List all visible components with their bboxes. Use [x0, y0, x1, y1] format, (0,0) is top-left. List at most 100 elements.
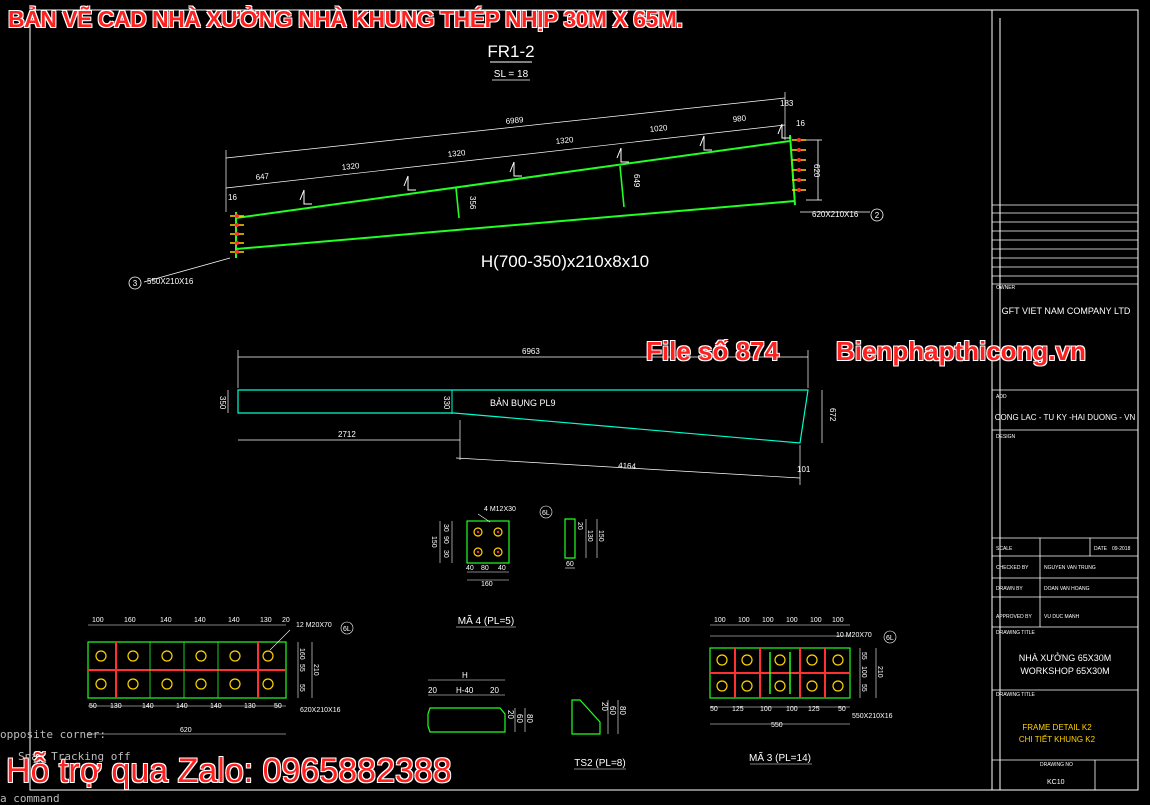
lp-tag: 6L: [343, 626, 351, 633]
beam-section: H(700-350)x210x8x10: [481, 252, 649, 271]
lp-side-2: 55: [298, 664, 305, 672]
lp-top-7: 20: [282, 617, 290, 624]
ma4-stiff-v-1: 20: [576, 522, 583, 530]
ma4-stiff-w: 60: [566, 561, 574, 568]
beam-total-length: 6989: [505, 115, 524, 126]
watermark-support-zalo: Hỗ trợ qua Zalo: 0965882388: [6, 752, 452, 790]
ma4-h-dim-1: 40: [466, 565, 474, 572]
lp-side-1: 160: [298, 648, 305, 660]
beam-plate-right: 620X210X16: [812, 210, 859, 219]
rp-bot-3: 100: [760, 706, 772, 713]
rp-bot-5: 125: [808, 706, 820, 713]
ma4-h-dim-3: 40: [498, 565, 506, 572]
ts2-v-1: 20: [506, 710, 515, 719]
beam-dim-5: 1020: [649, 123, 668, 134]
tb-date-value: 09-2018: [1112, 546, 1131, 552]
ts2-stiff-2: 60: [608, 706, 617, 715]
ts2-detail: H H-40 20 20 20 60 80 20 60 80 TS2 (PL=8…: [427, 671, 627, 770]
ma4-v-dim-4: 30: [442, 550, 449, 558]
lp-top-5: 140: [228, 617, 240, 624]
title-block: [992, 204, 1138, 790]
beam-qty: SL = 18: [494, 69, 529, 80]
beam-dim-4: 1320: [555, 135, 574, 146]
ma4-bolts: 4 M12X30: [484, 506, 516, 513]
lp-bot-6: 130: [244, 703, 256, 710]
ma3-label: MÃ 3 (PL=14): [749, 751, 811, 764]
command-prompt[interactable]: a command: [0, 792, 60, 805]
web-mid-h: 330: [442, 396, 451, 410]
beam-tag-left-circle: [128, 276, 142, 290]
lp-plate: 620X210X16: [300, 707, 341, 714]
rp-overall: 550: [771, 722, 783, 729]
watermark-website: Bienphapthicong.vn: [836, 336, 1086, 366]
rp-top-2: 100: [738, 617, 750, 624]
ts2-label: TS2 (PL=8): [574, 758, 625, 769]
tb-scale-label: SCALE: [996, 546, 1013, 552]
web-seg1: 2712: [338, 430, 356, 439]
rp-bot-6: 50: [838, 706, 846, 713]
beam-plate-left: 550X210X16: [147, 277, 194, 286]
lp-bot-7: 50: [274, 703, 282, 710]
lp-bot-5: 140: [210, 703, 222, 710]
tb-drawing-title-label: DRAWING TITLE: [996, 630, 1036, 636]
lp-bot-2: 130: [110, 703, 122, 710]
tb-checked-label: CHECKED BY: [996, 565, 1029, 571]
right-plate-detail: 100 100 100 100 100 100 50 125 100 100 1…: [709, 617, 897, 765]
ma4-stiff-v-3: 150: [597, 530, 604, 542]
rp-bot-4: 100: [786, 706, 798, 713]
web-end: 101: [797, 465, 811, 474]
lp-bot-4: 140: [176, 703, 188, 710]
rp-bot-1: 50: [710, 706, 718, 713]
ts2-stiff-3: 80: [618, 706, 627, 715]
ts2-h40: H-40: [456, 686, 474, 695]
tb-approved-label: APPROVED BY: [996, 614, 1033, 620]
tb-drawn-label: DRAWN BY: [996, 586, 1023, 592]
lp-bot-1: 50: [89, 703, 97, 710]
beam-stiffener-h2: 649: [632, 174, 641, 188]
tb-drawing-title2-label: DRAWING TITLE: [996, 692, 1036, 698]
rp-side-2: 100: [860, 666, 867, 678]
ma4-v-dim-3: 90: [442, 536, 449, 544]
beam-stiffener-h1: 356: [468, 196, 477, 210]
rp-top-1: 100: [714, 617, 726, 624]
ma4-label: MÃ 4 (PL=5): [458, 614, 514, 627]
ma4-detail: 4 M12X30 6L 150 30 90 30 40 80 40 160 20…: [430, 505, 604, 628]
tb-company: GFT VIET NAM COMPANY LTD: [1002, 306, 1131, 316]
lp-side-4: 210: [312, 664, 319, 676]
rp-top-3: 100: [762, 617, 774, 624]
web-name: BẢN BỤNG PL9: [490, 397, 556, 408]
web-left-h: 350: [218, 396, 227, 410]
tb-sheet-title2: CHI TIẾT KHUNG K2: [1019, 734, 1096, 744]
rp-side-1: 55: [860, 652, 867, 660]
tb-design-label: DESIGN: [996, 434, 1016, 440]
rp-tag: 6L: [886, 635, 894, 642]
ma4-h-dim-2: 80: [481, 565, 489, 572]
sheet-border: [29, 9, 1139, 791]
web-plate: 6963 350 330 672 2712 4164 101 BẢN BỤNG …: [218, 347, 837, 485]
ts2-v-2: 60: [515, 714, 524, 723]
watermark-file-number: File số 874: [646, 336, 779, 366]
command-history-line-1: opposite corner:: [0, 728, 106, 741]
ts2-v-3: 80: [525, 714, 534, 723]
web-total: 6963: [522, 347, 540, 356]
rp-top-4: 100: [786, 617, 798, 624]
beam-dim-6: 980: [732, 114, 747, 124]
rp-top-5: 100: [810, 617, 822, 624]
lp-side-3: 55: [298, 684, 305, 692]
lp-top-3: 140: [160, 617, 172, 624]
tb-project2: WORKSHOP 65X30M: [1020, 666, 1109, 676]
beam-right-edge: 16: [796, 119, 805, 128]
ma4-width: 160: [481, 581, 493, 588]
lp-top-4: 140: [194, 617, 206, 624]
beam-tag-left: 3: [133, 279, 138, 288]
ts2-end-left: 20: [428, 686, 437, 695]
beam-dim-2: 1320: [341, 161, 360, 172]
tb-drawing-no-label: DRAWING NO: [1040, 762, 1073, 768]
command-history-line-2: Snap Tracking off: [18, 750, 131, 763]
lp-bot-3: 140: [142, 703, 154, 710]
ma4-v-dim-1: 150: [430, 536, 437, 548]
beam-elevation: FR1-2 SL = 18: [128, 42, 884, 290]
lp-top-1: 100: [92, 617, 104, 624]
rp-bolts: 10 M20X70: [836, 632, 872, 639]
